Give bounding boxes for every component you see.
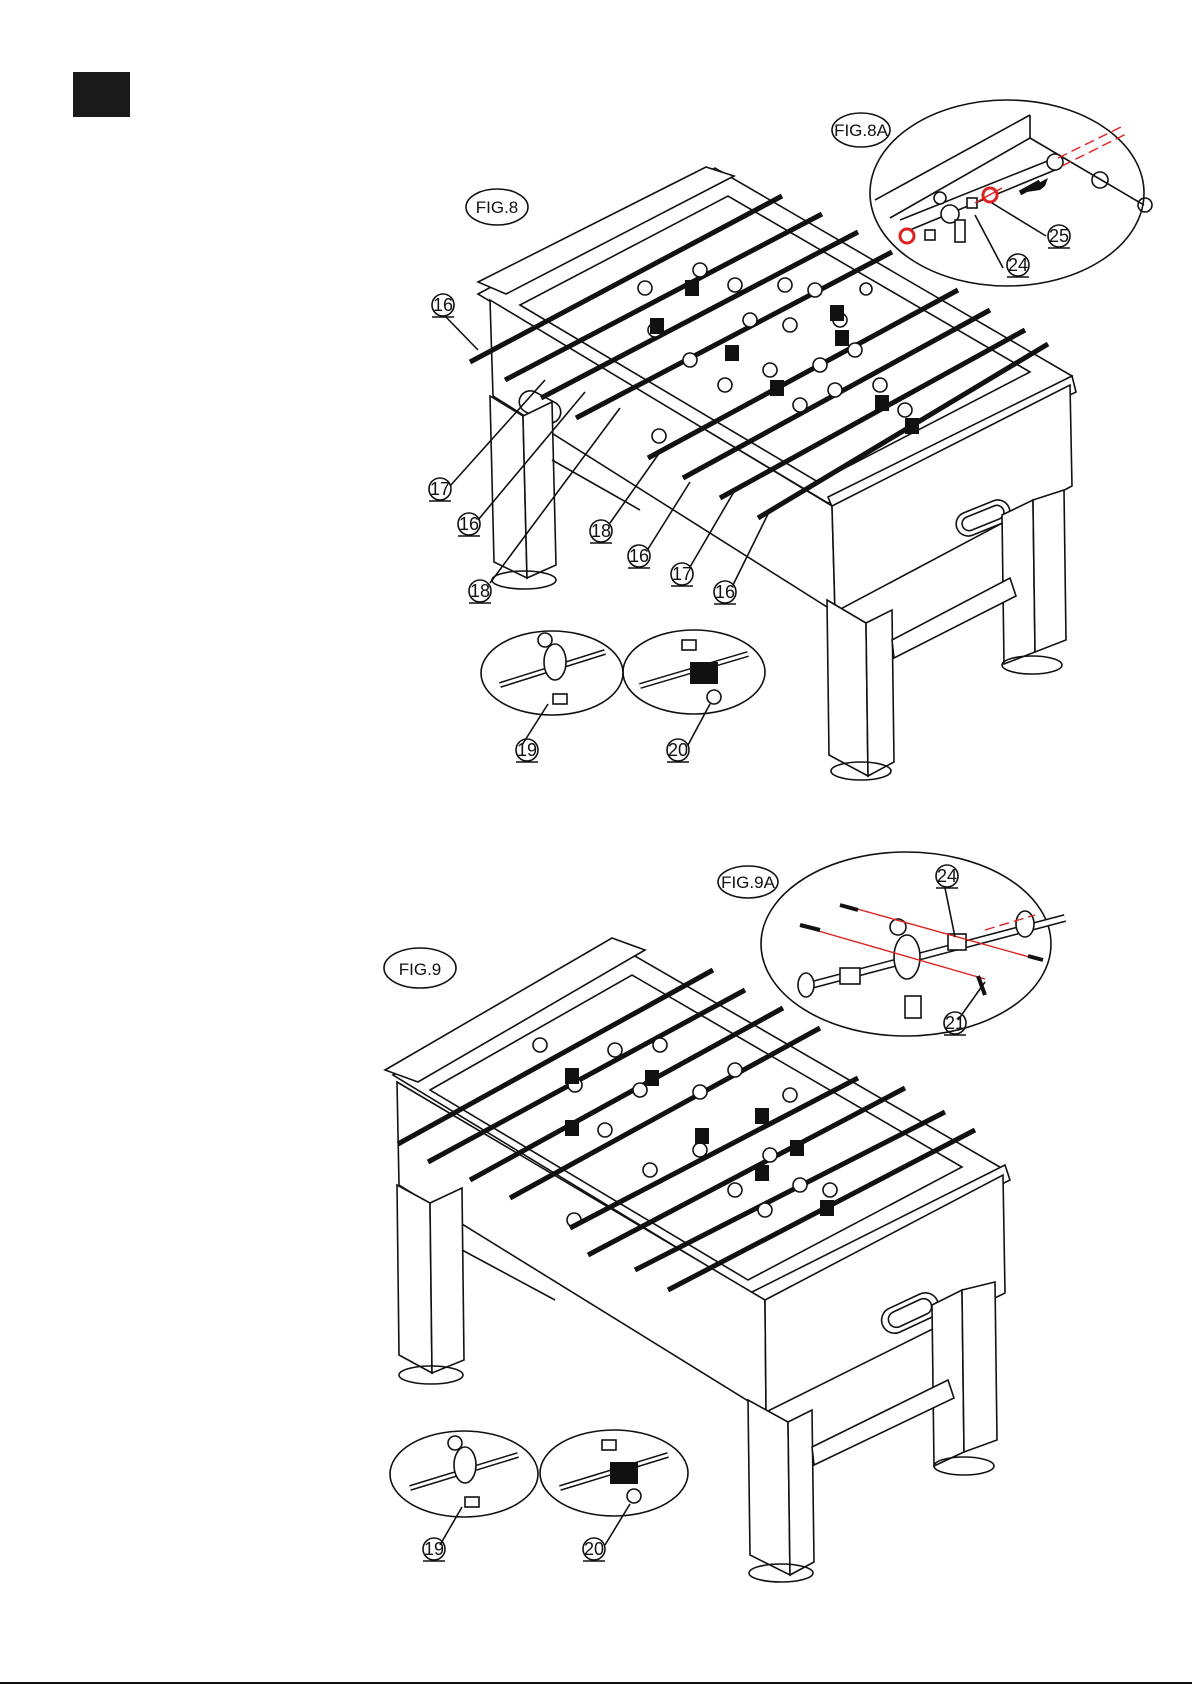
callout-21-fig9a: 21 (945, 1013, 965, 1033)
fig8-table-drawing (470, 167, 1076, 780)
fig8a-label: FIG.8A (834, 121, 889, 140)
fig9-table-drawing (385, 938, 1010, 1582)
callout-20-fig8: 20 (668, 740, 688, 760)
callout-24-fig8a: 24 (1008, 255, 1028, 275)
fig9a-label: FIG.9A (721, 873, 776, 892)
fig8-detail-19 (481, 631, 623, 745)
fig9-detail-19 (390, 1431, 538, 1545)
callout-19-fig9: 19 (424, 1539, 444, 1559)
callout-20-fig9: 20 (584, 1539, 604, 1559)
callout-16a: 16 (433, 295, 453, 315)
fig9-detail-20 (540, 1430, 688, 1545)
callout-24-fig9a: 24 (937, 866, 957, 886)
callout-19-fig8: 19 (517, 740, 537, 760)
callout-16d: 16 (715, 582, 735, 602)
callout-25-fig8a: 25 (1049, 226, 1069, 246)
callout-17a: 17 (430, 479, 450, 499)
callout-18b: 18 (591, 521, 611, 541)
callout-16b: 16 (459, 514, 479, 534)
callout-18a: 18 (470, 581, 490, 601)
fig8-detail-20 (623, 630, 765, 745)
callout-16c: 16 (629, 546, 649, 566)
callout-17b: 17 (672, 564, 692, 584)
fig9a-detail (761, 852, 1065, 1036)
fig9-label: FIG.9 (399, 960, 442, 979)
fig8-label: FIG.8 (476, 198, 519, 217)
